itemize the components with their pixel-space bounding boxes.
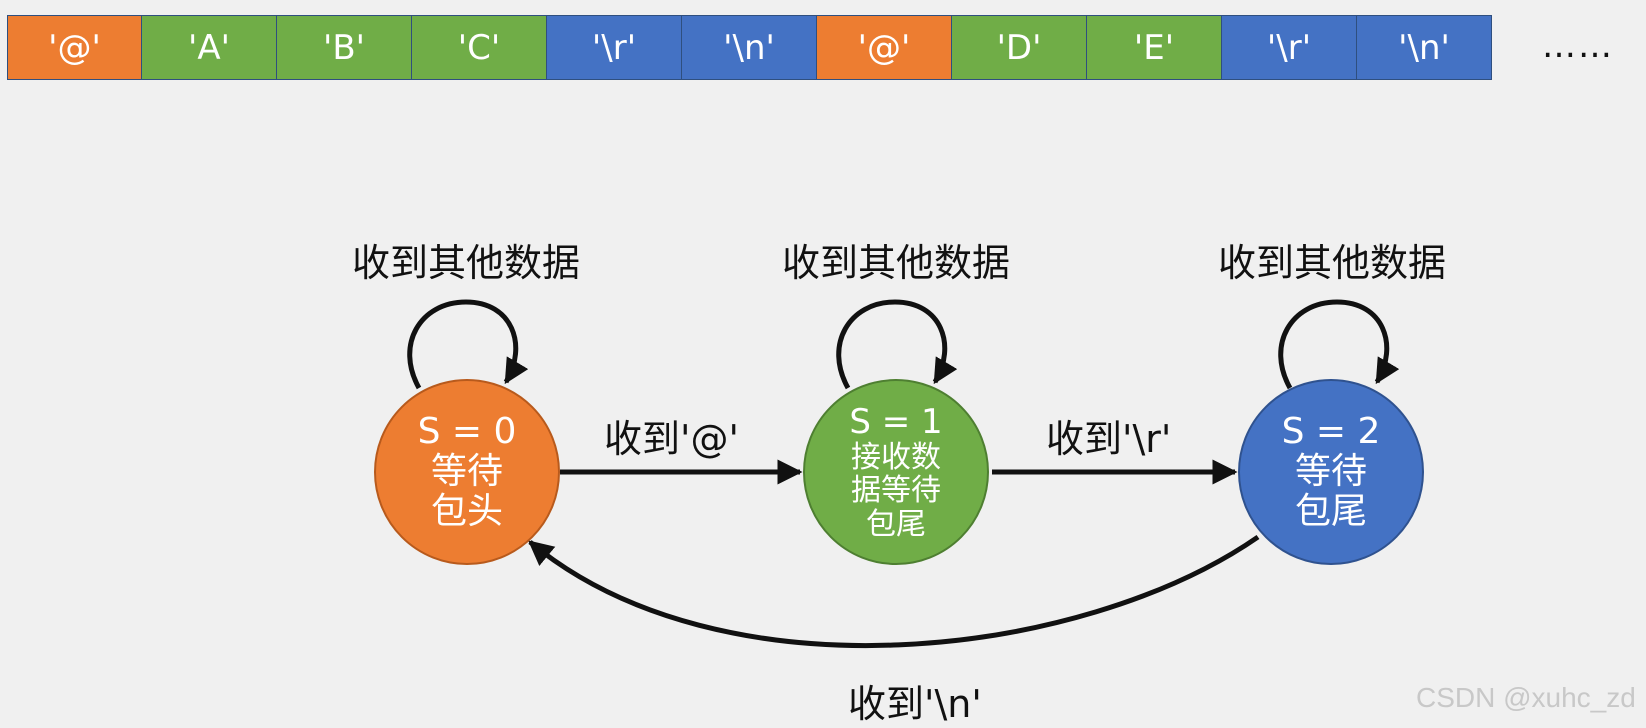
state-desc-line: 等待 — [1294, 450, 1367, 492]
state-desc-line: 包尾 — [1294, 491, 1367, 533]
self-loop-label-s0: 收到其他数据 — [352, 241, 581, 285]
state-title: S = 1 — [849, 401, 943, 442]
byte-cell: '\n' — [682, 15, 817, 80]
label-s1-s2: 收到'\r' — [1046, 417, 1172, 461]
state-s1: S = 1 接收数 据等待 包尾 — [803, 379, 989, 565]
self-loop-label-s1: 收到其他数据 — [782, 241, 1011, 285]
label-s2-s0: 收到'\n' — [848, 682, 982, 726]
label-s0-s1: 收到'@' — [604, 417, 739, 461]
byte-cell: '\n' — [1357, 15, 1492, 80]
self-loop-label-s2: 收到其他数据 — [1218, 241, 1447, 285]
self-loop-s0 — [407, 299, 529, 390]
byte-cell: '@' — [7, 15, 142, 80]
state-s2: S = 2 等待 包尾 — [1238, 379, 1424, 565]
state-desc-line: 等待 — [430, 450, 503, 492]
byte-cell: 'D' — [952, 15, 1087, 80]
byte-cell: 'B' — [277, 15, 412, 80]
byte-stream: '@' 'A' 'B' 'C' '\r' '\n' '@' 'D' 'E' '\… — [7, 15, 1492, 80]
byte-cell: '\r' — [1222, 15, 1357, 80]
self-loop-s2 — [1278, 299, 1400, 390]
byte-cell: 'A' — [142, 15, 277, 80]
byte-cell: 'E' — [1087, 15, 1222, 80]
watermark: CSDN @xuhc_zd — [1416, 682, 1636, 713]
state-s0: S = 0 等待 包头 — [374, 379, 560, 565]
byte-cell: '@' — [817, 15, 952, 80]
state-title: S = 2 — [1281, 410, 1381, 452]
state-desc-line: 据等待 — [851, 473, 941, 509]
self-loop-s1 — [836, 299, 958, 390]
state-desc-line: 包头 — [430, 491, 503, 533]
state-desc-line: 包尾 — [866, 506, 926, 542]
byte-cell: 'C' — [412, 15, 547, 80]
byte-cell: '\r' — [547, 15, 682, 80]
state-desc-line: 接收数 — [851, 439, 941, 475]
stream-ellipsis: …… — [1542, 26, 1614, 66]
arrow-s2-s0 — [528, 534, 1260, 648]
state-title: S = 0 — [417, 410, 517, 452]
